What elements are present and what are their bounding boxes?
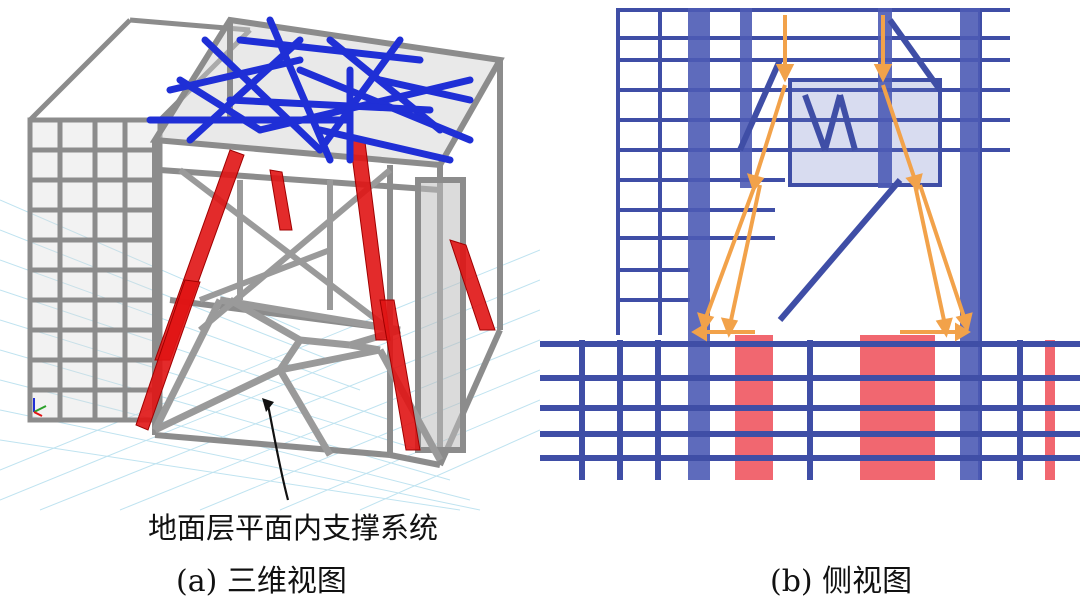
- podium-frame: [540, 340, 1080, 480]
- axis-triad-icon: [33, 398, 47, 417]
- red-braces: [135, 139, 496, 451]
- ground-bracing-label: 地面层平面内支撑系统: [148, 511, 439, 545]
- core-columns: [688, 8, 980, 480]
- caption-side-view: (b) 侧视图: [770, 564, 913, 599]
- caption-3d-view: (a) 三维视图: [176, 564, 347, 599]
- load-path-arrows: [691, 15, 973, 342]
- roof-bracing: [146, 16, 474, 164]
- 3d-model-drawing: [0, 16, 540, 511]
- panel-3d-view: [0, 16, 540, 511]
- side-view-drawing: [540, 8, 1080, 480]
- frame-diagonals: [737, 18, 943, 322]
- annotation-arrow: [262, 398, 290, 501]
- upper-frame: [616, 8, 1010, 480]
- panel-side-view: [540, 0, 1080, 616]
